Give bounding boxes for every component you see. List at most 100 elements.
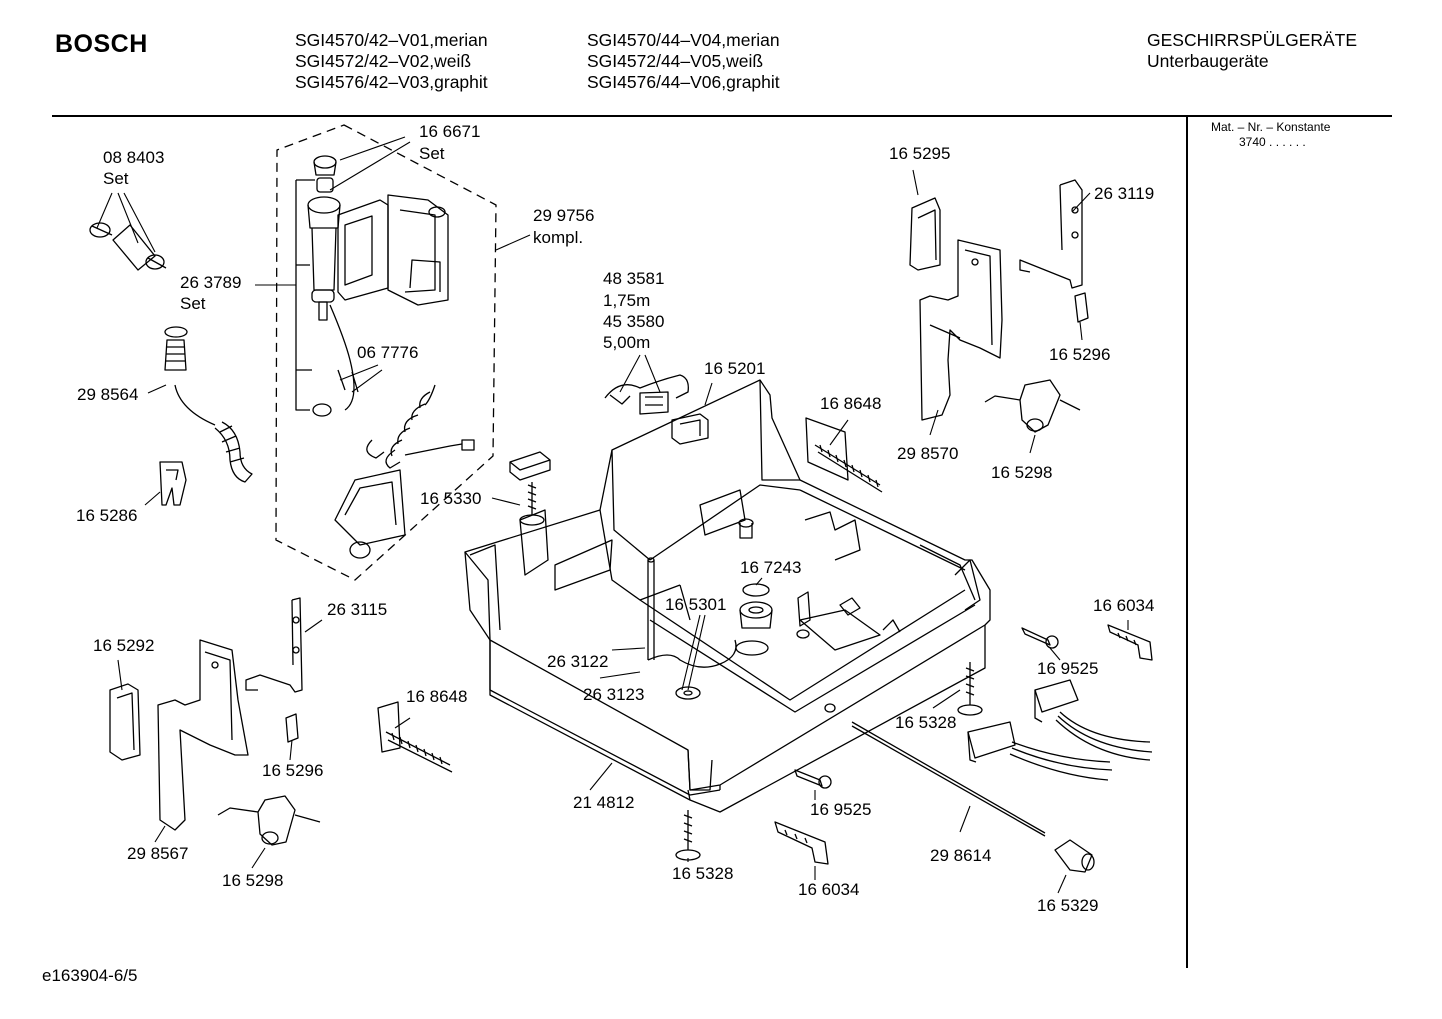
callout-067776: 06 7776 [357,343,418,362]
base-tub-part [464,379,991,813]
clip-part-165286 [159,461,187,506]
model-list-1: SGI4570/42–V01,merian SGI4572/42–V02,wei… [295,30,488,93]
callout-166671-note: Set [419,144,445,163]
callout-166034-right: 16 6034 [1093,596,1154,615]
callout-167243: 16 7243 [740,558,801,577]
callout-263119: 26 3119 [1094,184,1154,203]
cable-part-263122 [647,639,737,668]
door-spring-part-165298a [984,379,1081,433]
callout-299756-note: kompl. [533,228,583,247]
cover-part-165295 [909,197,941,271]
end-cap-part-165329 [1054,839,1095,873]
spring-part-168648b [377,701,453,773]
model-item: SGI4576/44–V06,graphit [587,72,780,92]
seal-part-167243 [739,583,773,629]
callout-084803-num: 08 8403 [103,148,164,167]
cable-part-483581 [604,374,689,415]
inlet-valve-part [307,155,389,321]
callout-165296-upper: 16 5296 [1049,345,1110,364]
rod-part-165301 [647,560,655,660]
terminal-strip-part-166034a [1107,624,1153,661]
callout-165298-upper: 16 5298 [991,463,1052,482]
drawing-id: e163904-6/5 [42,966,138,985]
model-item: SGI4570/42–V01,merian [295,30,488,50]
callout-263789-note: Set [180,294,206,313]
model-list-2: SGI4570/44–V04,merian SGI4572/44–V05,wei… [587,30,780,93]
hinge-plate-part-298570 [919,239,1003,421]
screw-part-165328b [675,810,701,861]
callout-084803-note: Set [103,169,129,188]
callout-166671-num: 16 6671 [419,122,480,141]
leader-lines [96,136,1129,894]
screw-part-165328a [957,662,983,716]
callout-165301: 16 5301 [665,595,726,614]
spring-part-168648a [805,417,883,493]
callout-169525-right: 16 9525 [1037,659,1098,678]
category-main: GESCHIRRSPÜLGERÄTE [1147,30,1358,50]
latch-part-165296b [285,713,299,743]
material-constant-label: Mat. – Nr. – Konstante [1211,120,1331,134]
hose-clamp-set-part [89,222,167,271]
callout-165201: 16 5201 [704,359,765,378]
hinge-plate-part-298567 [157,639,249,831]
wire-harness-part [967,679,1153,781]
model-item: SGI4570/44–V04,merian [587,30,780,50]
valve-cover-part [387,194,449,306]
callout-165286: 16 5286 [76,506,137,525]
model-item: SGI4576/42–V03,graphit [295,72,488,92]
switch-part-165330 [509,451,551,481]
latch-part-165296a [1074,292,1089,323]
category-sub: Unterbaugeräte [1147,51,1269,71]
category-title: GESCHIRRSPÜLGERÄTE Unterbaugeräte [1147,30,1357,72]
callout-263789-num: 26 3789 [180,273,241,292]
callout-483581-a: 48 3581 [603,269,664,288]
connector-part-165201 [671,413,709,445]
drain-hose-part [164,326,253,483]
callout-168648-upper: 16 8648 [820,394,881,413]
callout-165330: 16 5330 [420,489,481,508]
callout-483581-c: 45 3580 [603,312,664,331]
material-constant: Mat. – Nr. – Konstante 3740 . . . . . . [1211,120,1330,150]
callout-165296-lower: 16 5296 [262,761,323,780]
callout-263115: 26 3115 [327,600,387,619]
callout-214812: 21 4812 [573,793,634,812]
callout-165295: 16 5295 [889,144,950,163]
door-spring-part-165298b [217,795,321,846]
callout-166034-bottom: 16 6034 [798,880,859,899]
callout-165292: 16 5292 [93,636,154,655]
header-divider [52,115,1392,117]
assembly-dashed-outline [275,124,497,581]
bracket-line [295,180,310,411]
callout-298567: 29 8567 [127,844,188,863]
callout-165329: 16 5329 [1037,896,1098,915]
callout-165328-bottom: 16 5328 [672,864,733,883]
material-constant-value: 3740 . . . . . . [1239,135,1306,149]
callout-298614: 29 8614 [930,846,991,865]
bolt-part-169525a [1021,627,1059,649]
bracket-part-263119 [1019,179,1083,289]
bolt-part-169525b [794,769,832,789]
callout-299756-num: 29 9756 [533,206,594,225]
model-item: SGI4572/44–V05,weiß [587,51,764,71]
cover-part-165292 [109,683,141,761]
callout-labels: 08 8403 Set 16 6671 Set 29 9756 kompl. 2… [76,122,1154,915]
callout-165328-right: 16 5328 [895,713,956,732]
callout-263122: 26 3122 [547,652,608,671]
bracket-part-263115 [245,597,303,693]
callout-169525-bottom: 16 9525 [810,800,871,819]
callout-168648-lower: 16 8648 [406,687,467,706]
callout-483581-b: 1,75m [603,291,650,310]
flow-meter-part [334,469,406,559]
callout-483581-d: 5,00m [603,333,650,352]
callout-165298-lower: 16 5298 [222,871,283,890]
brand-logo: BOSCH [55,30,148,58]
model-item: SGI4572/42–V02,weiß [295,51,472,71]
callout-263123: 26 3123 [583,685,644,704]
sensor-wire [329,304,355,411]
rod-part-298614 [851,721,1046,834]
terminal-strip-part-166034b [774,821,829,865]
callout-298564: 29 8564 [77,385,138,404]
callout-298570: 29 8570 [897,444,958,463]
sidebar-divider [1186,116,1188,968]
